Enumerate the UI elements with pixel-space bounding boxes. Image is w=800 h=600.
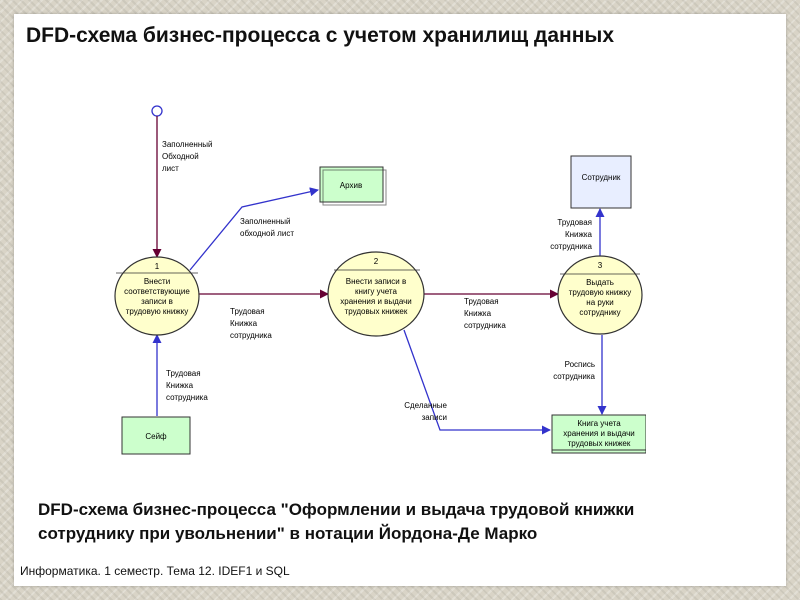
label-to-archive-2: обходной лист (240, 229, 294, 238)
process-3-text-3: на руки (586, 298, 613, 307)
process-1-text-1: Внести (144, 277, 170, 286)
slide: DFD-схема бизнес-процесса с учетом храни… (14, 14, 786, 586)
ledger-label-2: хранения и выдачи (563, 429, 634, 438)
label-safe-2: Книжка (166, 381, 194, 390)
process-2-text-4: трудовых книжек (345, 307, 408, 316)
label-p2-p3-3: сотрудника (464, 321, 506, 330)
ledger-label-3: трудовых книжек (568, 439, 631, 448)
label-p1-p2-2: Книжка (230, 319, 258, 328)
employee-label: Сотрудник (582, 173, 621, 182)
safe-label: Сейф (145, 432, 167, 441)
process-2 (327, 251, 425, 337)
label-input-sheet-2: Обходной (162, 152, 199, 161)
archive-store (319, 166, 384, 203)
process-2-number: 2 (374, 257, 379, 266)
process-2-text-1: Внести записи в (346, 277, 406, 286)
caption-line-1: DFD-схема бизнес-процесса "Оформлении и … (38, 500, 635, 519)
label-p3-ledger-2: сотрудника (553, 372, 595, 381)
label-p2-ledger-2: записи (422, 413, 447, 422)
process-1-text-2: соответствующие (124, 287, 190, 296)
process-1 (114, 256, 200, 336)
label-p1-p2-3: сотрудника (230, 331, 272, 340)
flow-p2-to-ledger (403, 329, 551, 435)
slide-footer: Информатика. 1 семестр. Тема 12. IDEF1 и… (20, 564, 290, 578)
process-1-number: 1 (155, 262, 160, 271)
label-p3-employee-3: сотрудника (550, 242, 592, 251)
start-terminal (151, 105, 163, 117)
slide-title: DFD-схема бизнес-процесса с учетом храни… (26, 24, 615, 47)
label-to-archive-1: Заполненный (240, 217, 290, 226)
label-p2-p3-2: Книжка (464, 309, 492, 318)
flow-labels: Заполненный Обходной лист Заполненный об… (162, 140, 596, 422)
label-p3-ledger-1: Роспись (565, 360, 595, 369)
employee-entity (570, 155, 632, 209)
caption-line-2: сотруднику при увольнении" в нотации Йор… (38, 524, 538, 543)
process-3-text-4: сотруднику (579, 308, 620, 317)
ledger-label-1: Книга учета (577, 419, 621, 428)
label-p2-ledger-1: Сделанные (404, 401, 447, 410)
dfd-diagram: Архив Сотрудник Сейф Книга учета хранени… (102, 90, 647, 462)
label-p1-p2-1: Трудовая (230, 307, 265, 316)
label-input-sheet-1: Заполненный (162, 140, 212, 149)
process-3 (557, 255, 643, 335)
label-safe-3: сотрудника (166, 393, 208, 402)
slide-caption: DFD-схема бизнес-процесса "Оформлении и … (38, 498, 758, 546)
process-1-text-4: трудовую книжку (126, 307, 189, 316)
label-p3-employee-1: Трудовая (557, 218, 592, 227)
process-2-text-3: хранения и выдачи (340, 297, 411, 306)
label-input-sheet-3: лист (162, 164, 179, 173)
dfd-svg: Архив Сотрудник Сейф Книга учета хранени… (114, 105, 647, 455)
process-3-number: 3 (598, 261, 603, 270)
process-1-text-3: записи в (141, 297, 173, 306)
safe-store (121, 416, 191, 455)
process-3-text-1: Выдать (586, 278, 614, 287)
label-p2-p3-1: Трудовая (464, 297, 499, 306)
process-2-text-2: книгу учета (355, 287, 397, 296)
label-p3-employee-2: Книжка (565, 230, 593, 239)
label-safe-1: Трудовая (166, 369, 201, 378)
archive-label: Архив (340, 181, 362, 190)
process-3-text-2: трудовую книжку (569, 288, 632, 297)
flow-to-archive (189, 187, 319, 271)
